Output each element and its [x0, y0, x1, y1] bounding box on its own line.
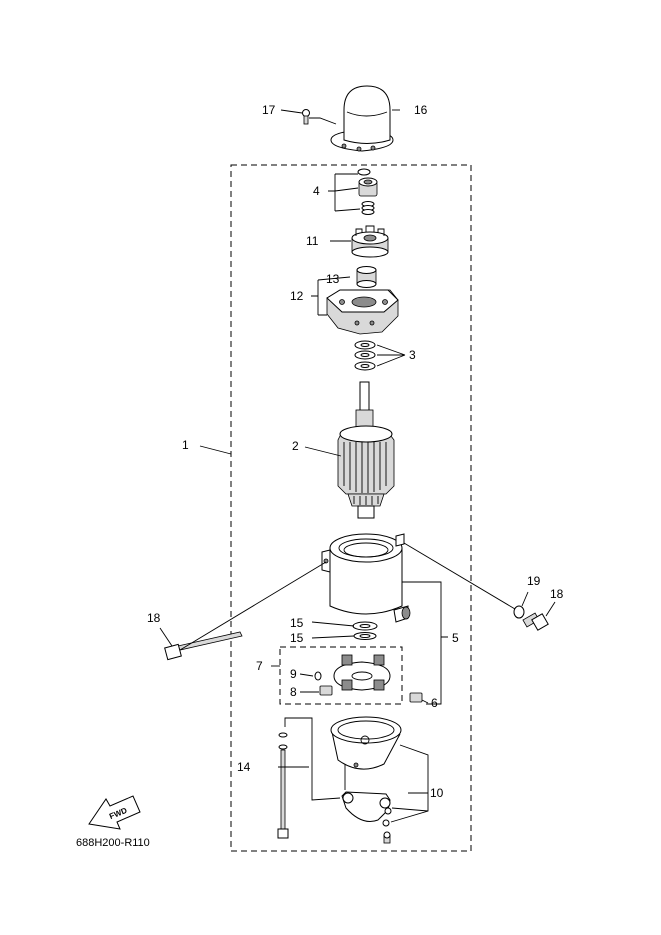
part-4-ring-collar-spring [357, 168, 378, 215]
callout-4: 4 [313, 184, 320, 198]
callout-18a: 18 [147, 611, 161, 625]
part-6-brush [409, 692, 423, 703]
part-11-pinion-gear [351, 225, 389, 258]
callout-1: 1 [182, 438, 189, 452]
callout-15a: 15 [290, 616, 304, 630]
fwd-arrow-icon: FWD [88, 795, 141, 830]
callout-17: 17 [262, 103, 276, 117]
drawing-code: 688H200-R110 [76, 837, 150, 849]
callout-3: 3 [409, 348, 416, 362]
part-17-bolt [302, 109, 337, 125]
part-2-armature [337, 381, 395, 519]
part-9-spring [314, 671, 322, 681]
callout-19: 19 [527, 574, 541, 588]
callout-8: 8 [290, 685, 297, 699]
part-19-washer [513, 605, 525, 619]
callout-9: 9 [290, 667, 297, 681]
part-3-washers [354, 340, 376, 371]
leader-lines [159, 109, 556, 823]
part-5-yoke-housing [321, 533, 411, 623]
part-7-brush-holder [333, 654, 391, 691]
part-8-brush [319, 685, 333, 696]
part-18-bolt-right [522, 612, 549, 631]
callout-14: 14 [237, 760, 251, 774]
part-12-bracket [326, 289, 399, 335]
callout-16: 16 [414, 103, 428, 117]
part-13-bushing [356, 266, 377, 288]
callout-10: 10 [430, 786, 444, 800]
callout-12: 12 [290, 289, 304, 303]
callouts: 1 2 3 4 5 6 7 8 9 10 11 12 13 14 15 15 1… [147, 103, 564, 800]
callout-2: 2 [292, 439, 299, 453]
callout-18b: 18 [550, 587, 564, 601]
part-18-bolt-left [164, 631, 243, 661]
callout-5: 5 [452, 631, 459, 645]
brush-holder-boundary [279, 646, 403, 705]
assembly-boundary [230, 164, 472, 852]
callout-15b: 15 [290, 631, 304, 645]
part-10-end-cover [330, 716, 402, 844]
callout-7: 7 [256, 659, 263, 673]
callout-6: 6 [431, 696, 438, 710]
callout-11: 11 [306, 234, 319, 248]
part-16-cap [330, 85, 394, 152]
part-15-washers [352, 621, 378, 640]
callout-13: 13 [326, 272, 340, 286]
part-14-through-bolt [277, 732, 289, 839]
